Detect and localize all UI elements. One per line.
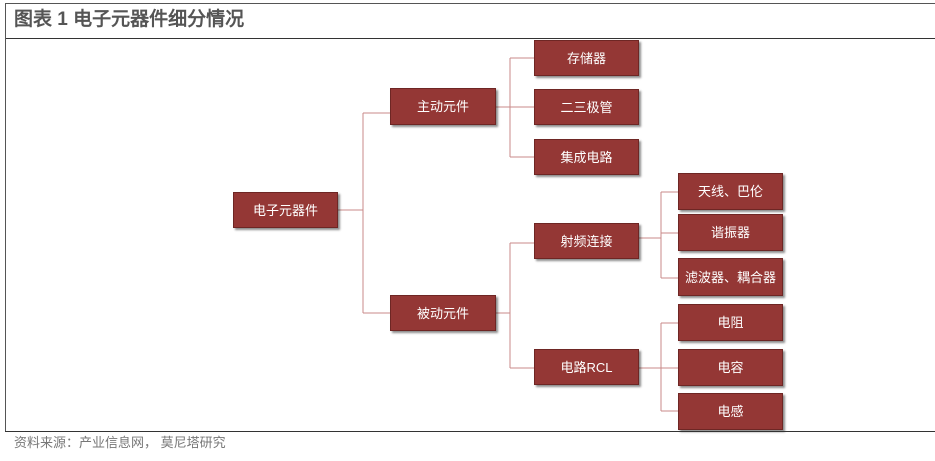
- connector-rcl: [639, 322, 678, 412]
- node-antenna-balun: 天线、巴伦: [678, 173, 783, 210]
- node-filter-coupler: 滤波器、耦合器: [678, 258, 783, 296]
- node-passive-components: 被动元件: [390, 295, 496, 331]
- node-memory: 存储器: [534, 40, 639, 76]
- connector-passive: [496, 242, 534, 369]
- source-note: 资料来源：产业信息网， 莫尼塔研究: [14, 435, 226, 450]
- source-divider: [5, 431, 935, 432]
- node-rcl-circuit: 电路RCL: [534, 349, 639, 385]
- node-resistor: 电阻: [678, 304, 783, 341]
- connector-active: [496, 57, 534, 158]
- title-divider: [5, 38, 935, 39]
- node-capacitor: 电容: [678, 349, 783, 386]
- frame-top-border: [5, 3, 935, 4]
- connector-root: [338, 112, 390, 314]
- node-root: 电子元器件: [233, 192, 338, 228]
- node-active-components: 主动元件: [390, 88, 496, 125]
- figure-title: 图表 1 电子元器件细分情况: [14, 9, 245, 30]
- node-inductor: 电感: [678, 393, 783, 430]
- frame-left-border: [5, 3, 6, 431]
- node-integrated-circuits: 集成电路: [534, 139, 639, 175]
- connector-rf: [639, 191, 678, 279]
- node-diodes-transistors: 二三极管: [534, 89, 639, 125]
- node-rf-connection: 射频连接: [534, 223, 639, 259]
- node-resonator: 谐振器: [678, 214, 783, 251]
